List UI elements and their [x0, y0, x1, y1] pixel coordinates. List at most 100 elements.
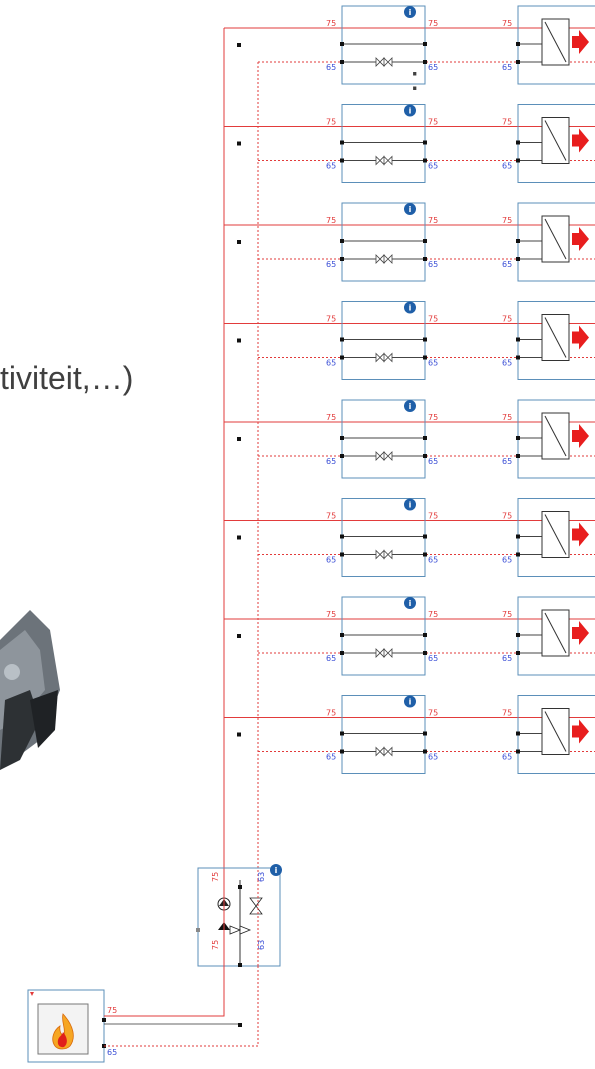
- supply-temp-label: 75: [326, 610, 336, 619]
- return-temp-label: 65: [326, 359, 336, 368]
- radiator-diagonal: [544, 612, 567, 654]
- supply-temp-label: 75: [107, 1006, 117, 1015]
- return-temp-label: 65: [502, 359, 512, 368]
- junction-dot: [237, 240, 241, 244]
- supply-temp-label: 75: [502, 512, 512, 521]
- valve-icon: [375, 648, 393, 658]
- return-temp-label: 65: [502, 457, 512, 466]
- node: [423, 337, 427, 342]
- supply-temp-label: 75: [326, 216, 336, 225]
- node: [516, 158, 520, 163]
- return-temp-label: 65: [428, 359, 438, 368]
- radiator-diagonal: [544, 21, 567, 63]
- node: [516, 257, 520, 261]
- node: [340, 239, 344, 243]
- return-temp-label: 65: [428, 556, 438, 565]
- junction-dot: [237, 437, 241, 441]
- mixing-return-label: 63: [257, 872, 266, 882]
- junction-dot: [237, 338, 241, 343]
- info-icon-glyph: i: [409, 107, 412, 116]
- supply-temp-label: 75: [502, 216, 512, 225]
- arrow-right-icon: [572, 424, 589, 448]
- slide-text-fragment-activity: tiviteit,…): [0, 360, 134, 396]
- supply-temp-label: 75: [326, 118, 336, 127]
- valve-box: [341, 399, 426, 479]
- junction-dot: [237, 43, 241, 47]
- node: [340, 140, 344, 145]
- info-icon-glyph: i: [409, 599, 412, 608]
- info-icon-glyph: i: [409, 205, 412, 214]
- info-icon-glyph: i: [409, 698, 412, 707]
- node: [238, 1023, 242, 1027]
- arrow-right-icon: [572, 621, 589, 645]
- valve-box: [341, 498, 426, 577]
- valve-icon: [229, 925, 252, 935]
- node: [516, 42, 520, 46]
- boiler-panel: [37, 1003, 89, 1055]
- info-icon: [404, 498, 416, 511]
- return-temp-label: 65: [428, 457, 438, 466]
- node: [423, 158, 427, 163]
- node: [196, 928, 200, 932]
- info-icon-glyph: i: [409, 402, 412, 411]
- node: [516, 436, 520, 440]
- supply-temp-label: 75: [428, 315, 438, 324]
- return-temp-label: 65: [428, 753, 438, 762]
- node: [340, 633, 344, 637]
- heating-diagram: i 75 75 65 65 75 65 i 75 75 65 65 75 65 i 75 75 65 65 75 65 i…: [27, 5, 595, 1063]
- flame-icon: [52, 1013, 74, 1050]
- node: [340, 454, 344, 458]
- junction-dot: [237, 141, 241, 146]
- info-icon: [404, 6, 416, 18]
- return-temp-label: 65: [107, 1048, 117, 1057]
- supply-temp-label: 75: [502, 709, 512, 718]
- supply-temp-label: 75: [502, 118, 512, 127]
- return-temp-label: 65: [502, 753, 512, 762]
- supply-temp-label: 75: [211, 872, 220, 882]
- info-icon: [404, 695, 416, 708]
- node: [423, 239, 427, 243]
- return-temp-label: 65: [326, 162, 336, 171]
- return-temp-label: 65: [502, 63, 512, 72]
- node: [423, 633, 427, 637]
- return-temp-label: 65: [428, 63, 438, 72]
- node: [238, 885, 242, 889]
- info-icon: [404, 301, 416, 314]
- info-icon-glyph: i: [409, 501, 412, 510]
- junction-dot: [237, 634, 241, 638]
- node: [516, 633, 520, 637]
- node: [340, 42, 344, 46]
- valve-box: [341, 596, 426, 676]
- info-icon: [404, 203, 416, 215]
- return-temp-label: 65: [326, 260, 336, 269]
- node: [516, 355, 520, 360]
- node: [423, 355, 427, 360]
- valve-icon: [375, 451, 393, 461]
- info-icon: [404, 597, 416, 609]
- return-temp-label: 65: [428, 260, 438, 269]
- node: [238, 963, 242, 967]
- valve-icon: [375, 57, 393, 67]
- arrow-right-icon: [572, 719, 589, 744]
- info-icon-glyph: i: [409, 304, 412, 313]
- valve-icon: [375, 746, 393, 757]
- info-icon: [404, 400, 416, 412]
- supply-temp-label: 75: [428, 19, 438, 28]
- radiator-diagonal: [544, 514, 567, 555]
- node: [423, 257, 427, 261]
- valve-box: [341, 202, 426, 282]
- node: [340, 651, 344, 655]
- return-temp-label: 65: [502, 556, 512, 565]
- mixing-return-label: 63: [257, 940, 266, 950]
- node: [516, 651, 520, 655]
- supply-temp-label: 75: [502, 315, 512, 324]
- return-temp-label: 65: [326, 654, 336, 663]
- info-icon: [404, 104, 416, 117]
- boiler-box: [27, 989, 105, 1063]
- node: [340, 60, 344, 64]
